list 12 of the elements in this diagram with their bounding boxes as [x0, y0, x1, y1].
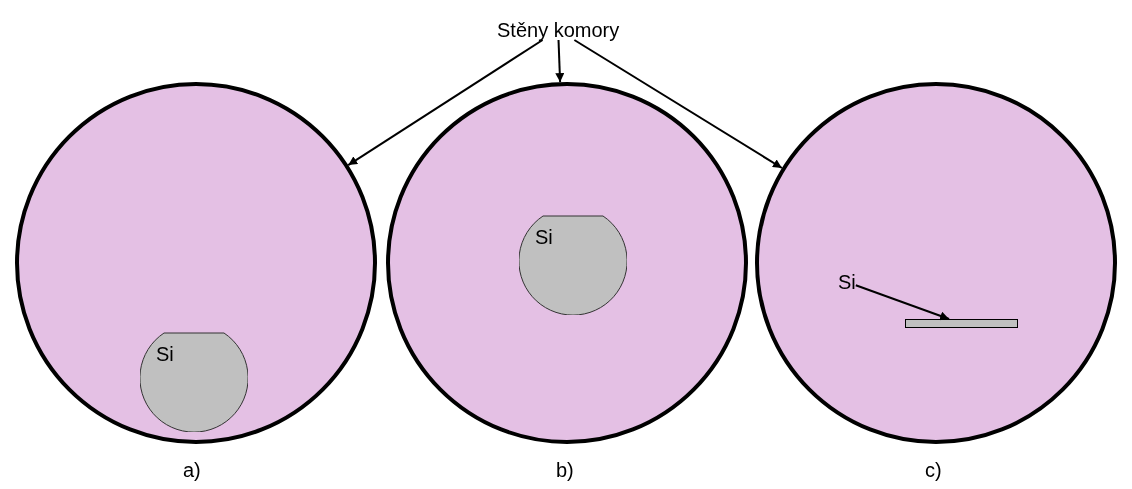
- wafer-label: Si: [156, 344, 174, 364]
- wafer-label: Si: [535, 227, 553, 247]
- panel-label: a): [183, 460, 201, 480]
- wafer-label: Si: [838, 272, 856, 292]
- arrow: [347, 39, 544, 167]
- callout-text: Stěny komory: [497, 20, 620, 40]
- panel-label: b): [556, 460, 574, 480]
- arrow: [573, 39, 783, 169]
- arrow: [555, 39, 565, 84]
- wafer-bar: [905, 319, 1018, 328]
- arrow: [854, 284, 951, 321]
- panel-label: c): [925, 460, 942, 480]
